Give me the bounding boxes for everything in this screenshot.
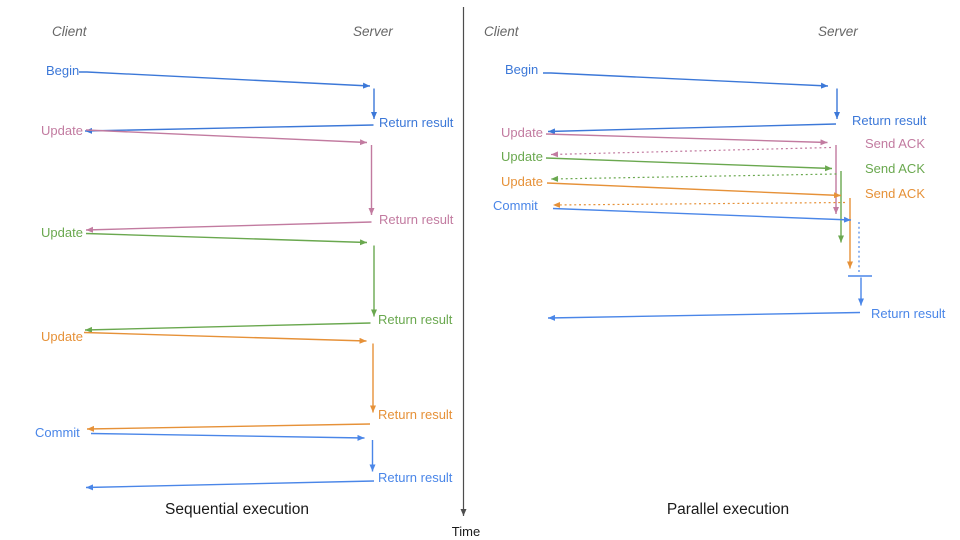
left-begin-response-arrow <box>84 124 374 134</box>
right-update3-ack-label: Send ACK <box>865 186 925 201</box>
left-commit-request-arrow <box>90 432 365 441</box>
right-commit-response-arrow <box>547 311 861 321</box>
right-commit-result-label: Return result <box>871 306 946 321</box>
right-update3-request-arrow <box>546 182 842 199</box>
time-axis-label: Time <box>451 524 481 539</box>
left-commit-response-arrow <box>85 480 375 491</box>
right-update3-label: Update <box>501 174 543 189</box>
right-update2-ack-label: Send ACK <box>865 161 925 176</box>
left-update1-response-arrow <box>85 221 372 233</box>
left-update1-request-arrow <box>85 129 368 146</box>
right-update1-request-arrow <box>545 133 828 146</box>
right-begin-response-arrow <box>547 123 837 135</box>
left-commit-result-label: Return result <box>378 470 453 485</box>
left-begin-request-arrow <box>79 71 371 89</box>
left-server-header: Server <box>353 24 393 39</box>
right-server-header: Server <box>818 24 858 39</box>
left-update1-result-label: Return result <box>379 212 454 227</box>
left-update2-label: Update <box>41 225 83 240</box>
right-begin-result-label: Return result <box>852 113 927 128</box>
left-update2-response-arrow <box>84 322 371 333</box>
right-panel-title: Parallel execution <box>666 501 790 518</box>
left-commit-label: Commit <box>35 425 80 440</box>
left-panel-title: Sequential execution <box>165 501 309 518</box>
left-begin-result-label: Return result <box>379 115 454 130</box>
right-update1-ack-arrow <box>550 146 832 158</box>
left-update2-request-arrow <box>85 232 368 246</box>
left-update3-result-label: Return result <box>378 407 453 422</box>
left-update2-result-label: Return result <box>378 312 453 327</box>
right-begin-request-arrow <box>543 72 829 89</box>
right-commit-request-arrow <box>552 207 852 223</box>
right-commit-label: Commit <box>493 198 538 213</box>
left-update3-label: Update <box>41 329 83 344</box>
left-update3-response-arrow <box>86 423 371 432</box>
left-client-header: Client <box>52 24 87 39</box>
left-update3-request-arrow <box>83 331 367 344</box>
right-update1-label: Update <box>501 125 543 140</box>
right-begin-label: Begin <box>505 62 539 77</box>
left-update1-label: Update <box>41 123 83 138</box>
right-update1-ack-label: Send ACK <box>865 136 925 151</box>
right-client-header: Client <box>484 24 519 39</box>
right-update2-ack-arrow <box>550 173 837 182</box>
right-update2-label: Update <box>501 149 543 164</box>
right-update3-ack-arrow <box>552 201 846 208</box>
right-update2-request-arrow <box>545 157 833 172</box>
left-begin-label: Begin <box>46 63 80 78</box>
